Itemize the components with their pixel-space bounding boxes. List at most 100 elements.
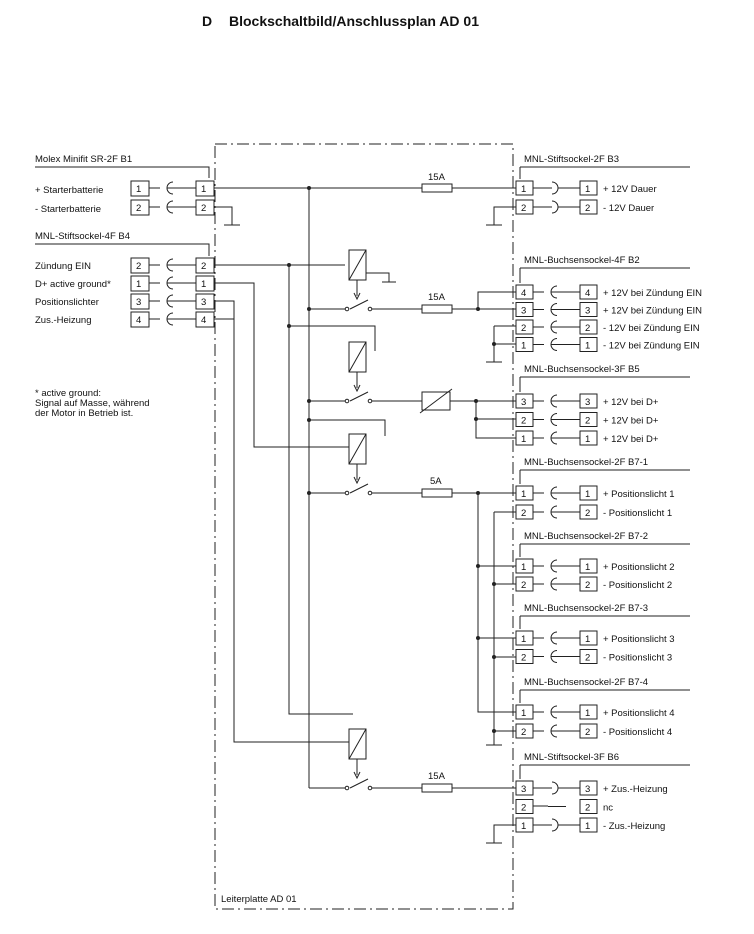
connector-label: + 12V bei Zündung EIN [603, 306, 702, 317]
connector-label: + Positionslicht 4 [603, 708, 675, 719]
connector-title-rule [519, 615, 690, 629]
connector-label: + 12V bei D+ [603, 416, 659, 427]
pin-number: 2 [201, 261, 206, 272]
pin-number: 2 [585, 727, 590, 738]
pin-number: 1 [521, 184, 526, 195]
connector-title: MNL-Stiftsockel-2F B3 [524, 154, 619, 165]
pin-number: 1 [521, 821, 526, 832]
pin-number: 2 [585, 508, 590, 519]
section-letter: D [202, 13, 212, 29]
socket-contact [533, 338, 580, 351]
pin-box [579, 412, 598, 427]
plug-contact [533, 181, 580, 195]
pin-number: 4 [521, 288, 526, 299]
board-outline [214, 143, 514, 910]
pin-number: 1 [521, 489, 526, 500]
footnote: * active ground: Signal auf Masse, währe… [35, 388, 150, 419]
pin-number: 2 [521, 653, 526, 664]
pin-box [579, 630, 598, 646]
footnote-line-1: * active ground: [35, 388, 101, 399]
connector-label: D+ active ground* [35, 279, 111, 290]
pin-number: 3 [136, 297, 141, 308]
socket-contact [533, 559, 580, 573]
pin-number: 2 [521, 323, 526, 334]
pin-number: 3 [201, 297, 206, 308]
pin-box [579, 723, 598, 739]
pin-number: 2 [585, 653, 590, 664]
connector-label: nc [603, 803, 613, 814]
pin-box [579, 302, 598, 317]
fuse [421, 183, 453, 193]
pin-number: 1 [201, 184, 206, 195]
fuses: 15A 15A 5A 15A [421, 172, 453, 793]
connector-title-rule [519, 376, 690, 392]
pin-number: 1 [585, 562, 590, 573]
connector-label: + Positionslicht 1 [603, 489, 675, 500]
pin-number: 2 [521, 508, 526, 519]
pin-number: 3 [585, 784, 590, 795]
connector-label: + 12V bei D+ [603, 397, 659, 408]
pin-number: 2 [201, 203, 206, 214]
pin-number: 1 [521, 634, 526, 645]
pin-number: 1 [136, 184, 141, 195]
pin-number: 1 [136, 279, 141, 290]
pin-box [579, 799, 598, 814]
socket-contact [533, 577, 580, 591]
connector-label: - 12V bei Zündung EIN [603, 323, 700, 334]
connector-title-rule [519, 543, 690, 557]
connector-title: MNL-Stiftsockel-4F B4 [35, 231, 130, 242]
connector-title: MNL-Buchsensockel-2F B7-2 [524, 531, 648, 542]
pin-number: 1 [521, 708, 526, 719]
connector-label: + 12V Dauer [603, 184, 657, 195]
connector-title-rule [519, 689, 690, 703]
pin-number: 1 [585, 184, 590, 195]
footnote-line-2: Signal auf Masse, während [35, 398, 150, 409]
connector-title-rule [519, 267, 690, 283]
pin-number: 1 [521, 434, 526, 445]
pin-number: 2 [585, 323, 590, 334]
socket-contact [533, 303, 580, 316]
pin-box [579, 180, 598, 196]
pin-number: 2 [585, 203, 590, 214]
pin-number: 1 [201, 279, 206, 290]
pin-number: 1 [521, 341, 526, 352]
connector-title: MNL-Buchsensockel-3F B5 [524, 364, 640, 375]
pin-box [579, 704, 598, 720]
connector-label: - Positionslicht 3 [603, 653, 672, 664]
socket-contact [533, 285, 580, 299]
connector-title: MNL-Buchsensockel-2F B7-3 [524, 603, 648, 614]
connector-label: + Starterbatterie [35, 185, 103, 196]
connector-label: - Positionslicht 2 [603, 580, 672, 591]
connector-title-rule [519, 166, 690, 179]
pin-number: 2 [521, 203, 526, 214]
pin-box [579, 504, 598, 520]
connector-label: Positionslichter [35, 297, 99, 308]
fuse-rating: 15A [428, 771, 446, 782]
connector-label: - 12V Dauer [603, 203, 654, 214]
pin-number: 4 [136, 315, 141, 326]
connector-title: MNL-Buchsensockel-2F B7-4 [524, 677, 648, 688]
connector-title-rule [519, 469, 690, 484]
connector-label: - 12V bei Zündung EIN [603, 341, 700, 352]
pin-number: 3 [585, 397, 590, 408]
socket-contact [533, 724, 580, 738]
connector-b4: MNL-Stiftsockel-4F B4 Zündung EIN D+ act… [35, 231, 215, 328]
connector-label: + 12V bei D+ [603, 434, 659, 445]
pin-box [579, 337, 598, 352]
pin-number: 2 [521, 580, 526, 591]
connector-title: MNL-Buchsensockel-2F B7-1 [524, 457, 648, 468]
plug-contact [533, 200, 580, 214]
plug-contact [533, 818, 580, 832]
pin-number: 1 [585, 434, 590, 445]
connector-title: Molex Minifit SR-2F B1 [35, 154, 132, 165]
pin-number: 2 [521, 416, 526, 427]
relay-arrows [353, 292, 361, 780]
socket-contact [533, 413, 580, 426]
connector-label: + Positionslicht 2 [603, 562, 675, 573]
connector-label: Zus.-Heizung [35, 315, 92, 326]
fuse-rating: 5A [430, 476, 442, 487]
